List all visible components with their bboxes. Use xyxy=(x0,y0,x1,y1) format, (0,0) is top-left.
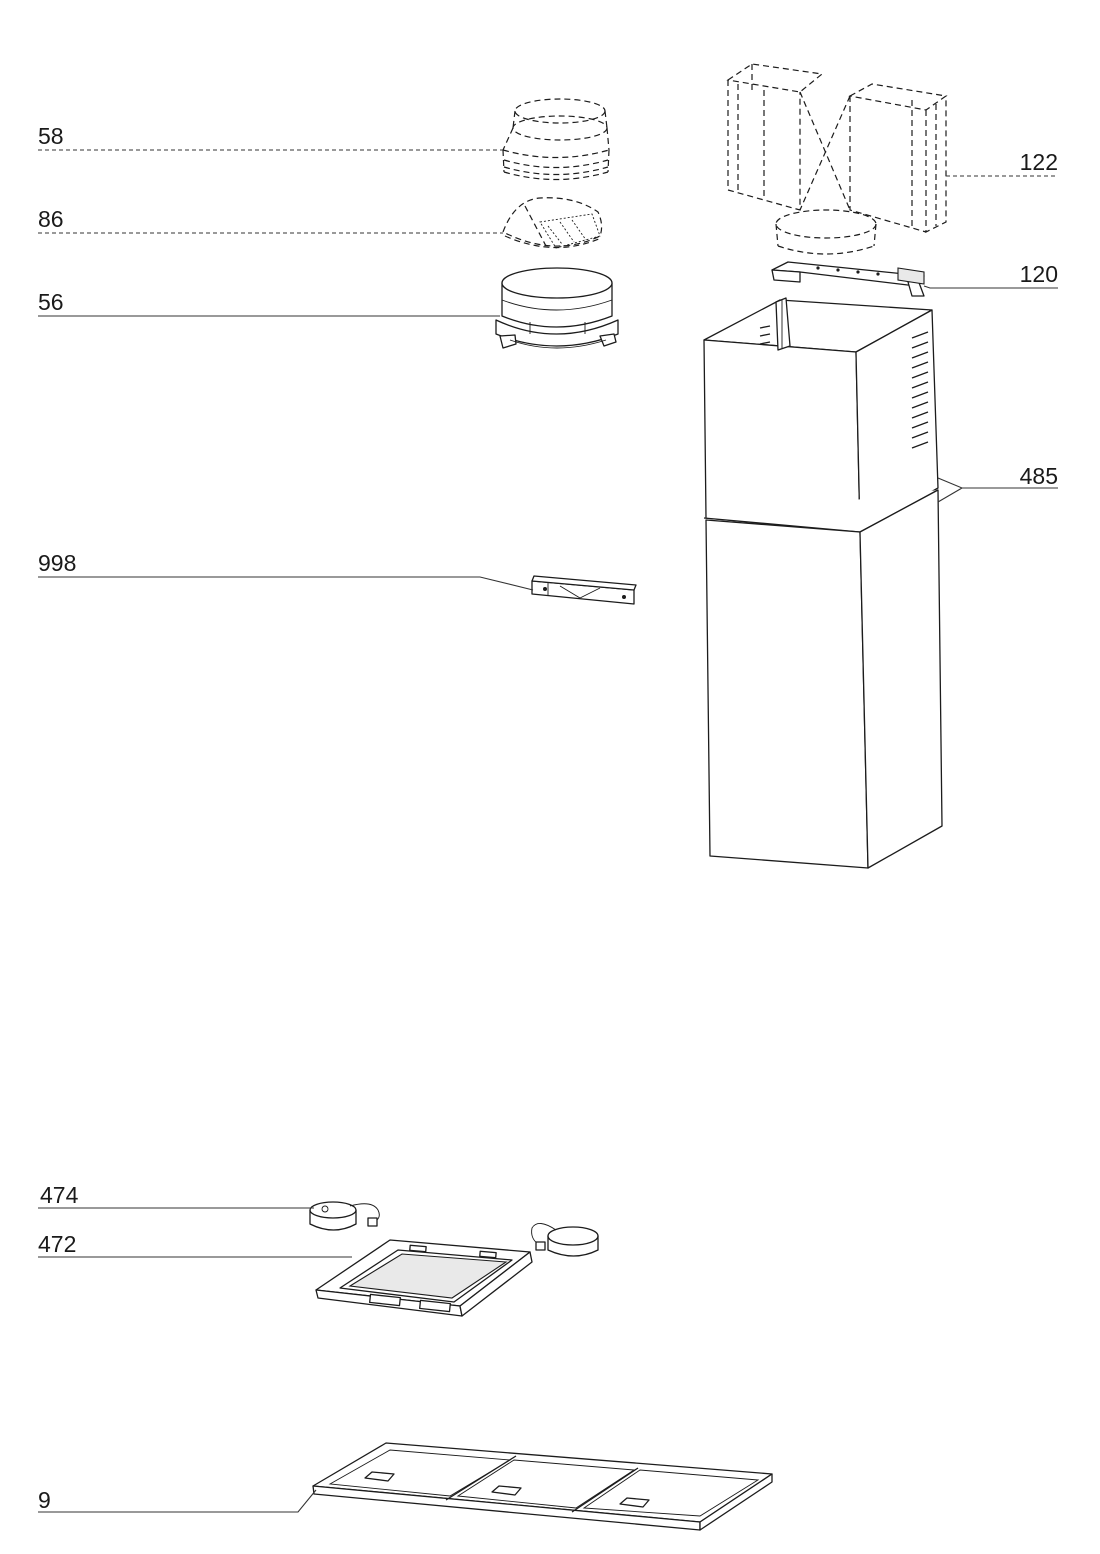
label-485: 485 xyxy=(1020,463,1058,489)
part-122-y-adapter xyxy=(726,63,948,255)
part-485-chimney xyxy=(703,297,943,869)
label-122: 122 xyxy=(1020,149,1058,175)
label-56: 56 xyxy=(38,289,64,315)
part-56-motor xyxy=(495,267,619,349)
part-998-bracket xyxy=(531,575,637,605)
label-120: 120 xyxy=(1020,261,1058,287)
part-472-frame xyxy=(315,1239,533,1317)
part-58-reducer xyxy=(502,98,610,181)
label-9: 9 xyxy=(38,1487,51,1513)
part-120-top-bracket xyxy=(771,261,925,297)
label-58: 58 xyxy=(38,123,64,149)
part-labels: 58 86 56 998 122 120 485 474 472 9 xyxy=(38,123,1058,1513)
part-86-valve xyxy=(502,197,603,249)
label-998: 998 xyxy=(38,550,76,576)
label-86: 86 xyxy=(38,206,64,232)
part-9-filters xyxy=(312,1442,773,1531)
part-474-lamps xyxy=(309,1201,599,1257)
label-474: 474 xyxy=(40,1182,79,1208)
label-472: 472 xyxy=(38,1231,76,1257)
leader-lines xyxy=(38,149,1058,1513)
vent-slots xyxy=(759,325,929,449)
